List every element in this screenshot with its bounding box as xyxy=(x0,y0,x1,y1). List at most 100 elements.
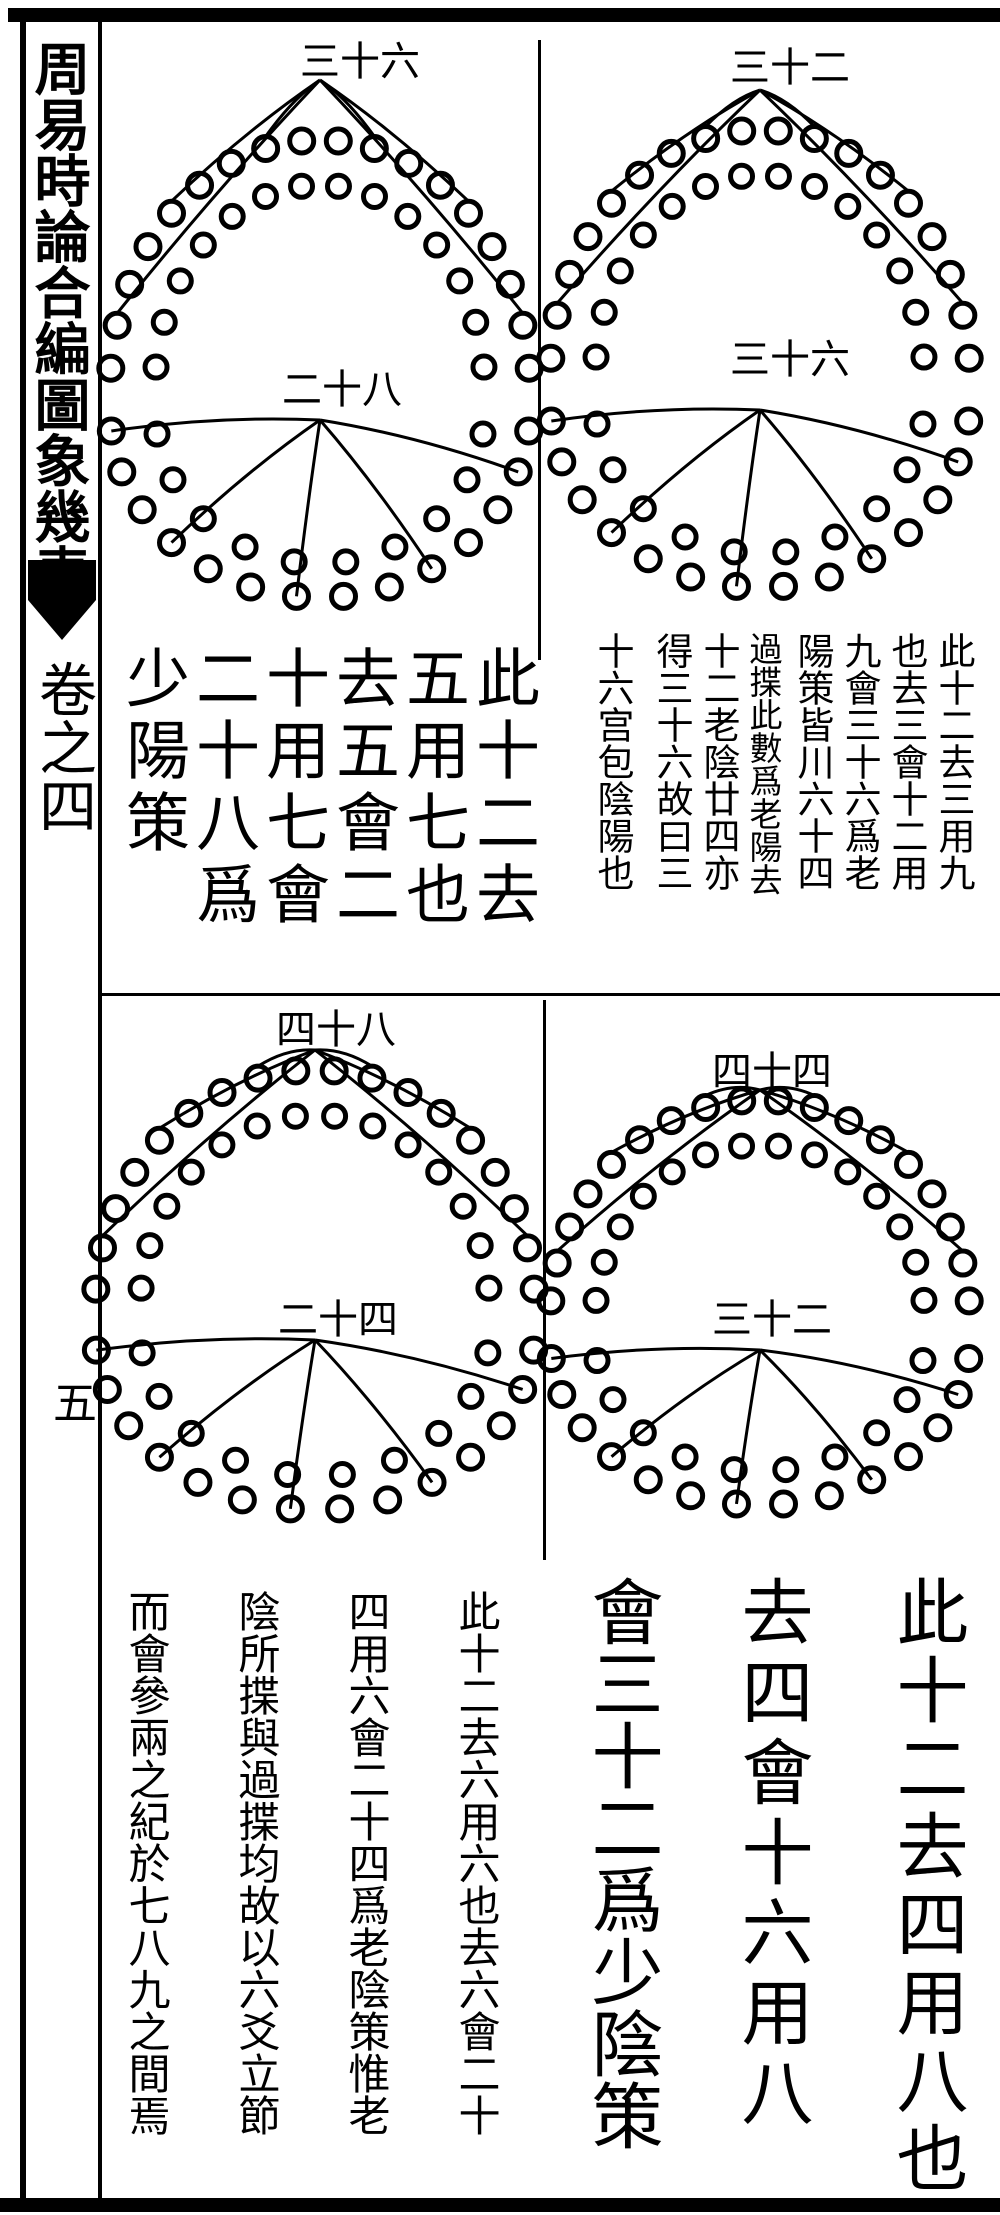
diagram-upper-right-dot xyxy=(536,406,566,436)
diagram-lower-right-dot xyxy=(772,1456,800,1484)
diagram-upper-left-dot xyxy=(115,269,145,299)
diagram-upper-right-dot xyxy=(863,495,891,523)
diagram-lower-left-dot xyxy=(127,1274,155,1302)
diagram-upper-right-dot xyxy=(582,343,610,371)
diagram-lower-left-dot xyxy=(136,1232,164,1260)
diagram-upper-right-dot xyxy=(834,192,862,220)
diagram-upper-right-ray xyxy=(758,409,873,560)
diagram-upper-right-dot xyxy=(769,571,799,601)
diagram-lower-right-dot xyxy=(902,1248,930,1276)
diagram-lower-left-ray xyxy=(314,1048,472,1130)
diagram-upper-right-dot xyxy=(555,259,585,289)
diagram-upper-right-dot xyxy=(597,518,627,548)
diagram-lower-left-ray xyxy=(158,1338,316,1459)
diagram-lower-left-top-label: 四十八 xyxy=(276,1007,396,1053)
diagram-lower-right-dot xyxy=(582,1286,610,1314)
diagram-upper-left-dot xyxy=(508,310,538,340)
diagram-lower-right-dot xyxy=(536,1343,566,1373)
diagram-upper-left-dot xyxy=(483,495,513,525)
diagram-lower-right-dot xyxy=(764,1132,792,1160)
diagram-lower-left-ray xyxy=(257,1048,316,1068)
diagram-upper-left-dot xyxy=(453,528,483,558)
diagram-upper-right-dot xyxy=(886,257,914,285)
diagram-upper-right-top-label: 三十二 xyxy=(730,45,850,91)
diagram-lower-left-dot xyxy=(81,1335,111,1365)
diagram-upper-right-ray xyxy=(610,408,761,534)
diagram-lower-left-dot xyxy=(321,1102,349,1130)
diagram-lower-right-ray xyxy=(758,1348,873,1481)
diagram-upper-left-dot xyxy=(127,495,157,525)
lower-left-text-col-4: 而會參兩之紀於七八九之間焉 xyxy=(122,1590,171,2136)
diagram-upper-left-dot xyxy=(477,232,507,262)
diagram-upper-right-dot xyxy=(629,495,657,523)
diagram-lower-left-dot xyxy=(475,1274,503,1302)
diagram-lower-left-dot xyxy=(145,1382,173,1410)
diagram-lower-left-dot xyxy=(449,1192,477,1220)
diagram-lower-left-dot xyxy=(144,1125,174,1155)
diagram-upper-left-dot xyxy=(381,533,409,561)
upper-right-text-col-3: 九會三十六爲老 xyxy=(838,632,881,891)
diagram-lower-left-dot xyxy=(174,1098,204,1128)
diagram-upper-left-dot xyxy=(495,269,525,299)
diagram-lower-right-ray xyxy=(705,1085,761,1097)
diagram-upper-left-dot xyxy=(216,148,246,178)
diagram-lower-right-dot xyxy=(658,1158,686,1186)
diagram-upper-right-dot xyxy=(893,188,923,218)
diagram-lower-left-dot xyxy=(456,1442,486,1472)
diagram-lower-left-dot xyxy=(243,1112,271,1140)
upper-left-text-col-3: 去五會二 xyxy=(325,645,399,933)
upper-right-text-col-1: 此十二去三用九 xyxy=(932,632,975,891)
diagram-lower-right-dot xyxy=(865,1125,895,1155)
upper-right-text-col-6: 十二老陰廿四亦 xyxy=(697,632,740,891)
diagram-lower-left-dot xyxy=(425,1158,453,1186)
diagram-upper-right-dot xyxy=(865,160,895,190)
diagram-upper-left-dot xyxy=(423,505,451,533)
lower-right-text-col-2: 去四會十六用八 xyxy=(729,1575,813,2135)
diagram-lower-left-dot xyxy=(87,1233,117,1263)
diagram-upper-right-dot xyxy=(583,410,611,438)
diagram-upper-left-ray xyxy=(264,78,321,138)
diagram-lower-left-dot xyxy=(177,1419,205,1447)
diagram-upper-left-ray xyxy=(319,78,470,203)
diagram-upper-right-dot xyxy=(799,124,829,154)
diagram-lower-left-dot xyxy=(359,1112,387,1140)
upper-right-text-col-2: 也去三會十二用 xyxy=(885,632,928,891)
diagram-upper-right-ray xyxy=(551,407,761,423)
diagram-upper-right-ray xyxy=(758,88,964,305)
diagram-upper-right-dot xyxy=(935,259,965,289)
diagram-lower-left-center-label: 二十四 xyxy=(278,1297,398,1343)
diagram-upper-left-dot xyxy=(231,533,259,561)
diagram-lower-left-dot xyxy=(393,1077,423,1107)
diagram-upper-left-dot xyxy=(288,172,316,200)
diagram-upper-left-ray xyxy=(319,418,519,474)
diagram-upper-right-dot xyxy=(943,447,973,477)
upper-right-text-col-7: 得三十六故曰三 xyxy=(650,632,693,891)
diagram-upper-left-ray xyxy=(318,78,525,315)
diagram-lower-left-dot xyxy=(417,1467,447,1497)
diagram-lower-right-dot xyxy=(590,1248,618,1276)
diagram-upper-left-dot xyxy=(133,232,163,262)
diagram-lower-right-dot xyxy=(676,1481,706,1511)
diagram-lower-left-dot xyxy=(457,1382,485,1410)
upper-left-text-col-6: 少陽策 xyxy=(115,645,189,861)
bottom-border xyxy=(0,2198,1000,2212)
diagram-lower-left-ray xyxy=(96,1337,316,1352)
diagram-lower-right-dot xyxy=(629,1182,657,1210)
diagram-upper-right-dot xyxy=(923,485,953,515)
diagram-upper-left-center-label: 二十八 xyxy=(282,367,402,413)
diagram-upper-right-dot xyxy=(954,406,984,436)
diagram-upper-left-dot xyxy=(252,183,280,211)
diagram-upper-right-dot xyxy=(910,343,938,371)
diagram-lower-left-dot xyxy=(373,1485,403,1515)
diagram-upper-right-dot xyxy=(764,162,792,190)
diagram-lower-left-ray xyxy=(313,1338,434,1484)
diagram-upper-left-dot xyxy=(417,554,447,584)
upper-right-text-col-5: 過揲此數爲老陽去 xyxy=(744,632,783,896)
top-border xyxy=(8,8,1000,22)
diagram-upper-left-ray xyxy=(170,418,321,544)
diagram-lower-right-ray xyxy=(759,1085,815,1097)
diagram-upper-right-center-label: 三十六 xyxy=(730,337,850,383)
diagram-lower-left-dot xyxy=(120,1157,150,1187)
diagram-lower-right-dot xyxy=(943,1379,973,1409)
